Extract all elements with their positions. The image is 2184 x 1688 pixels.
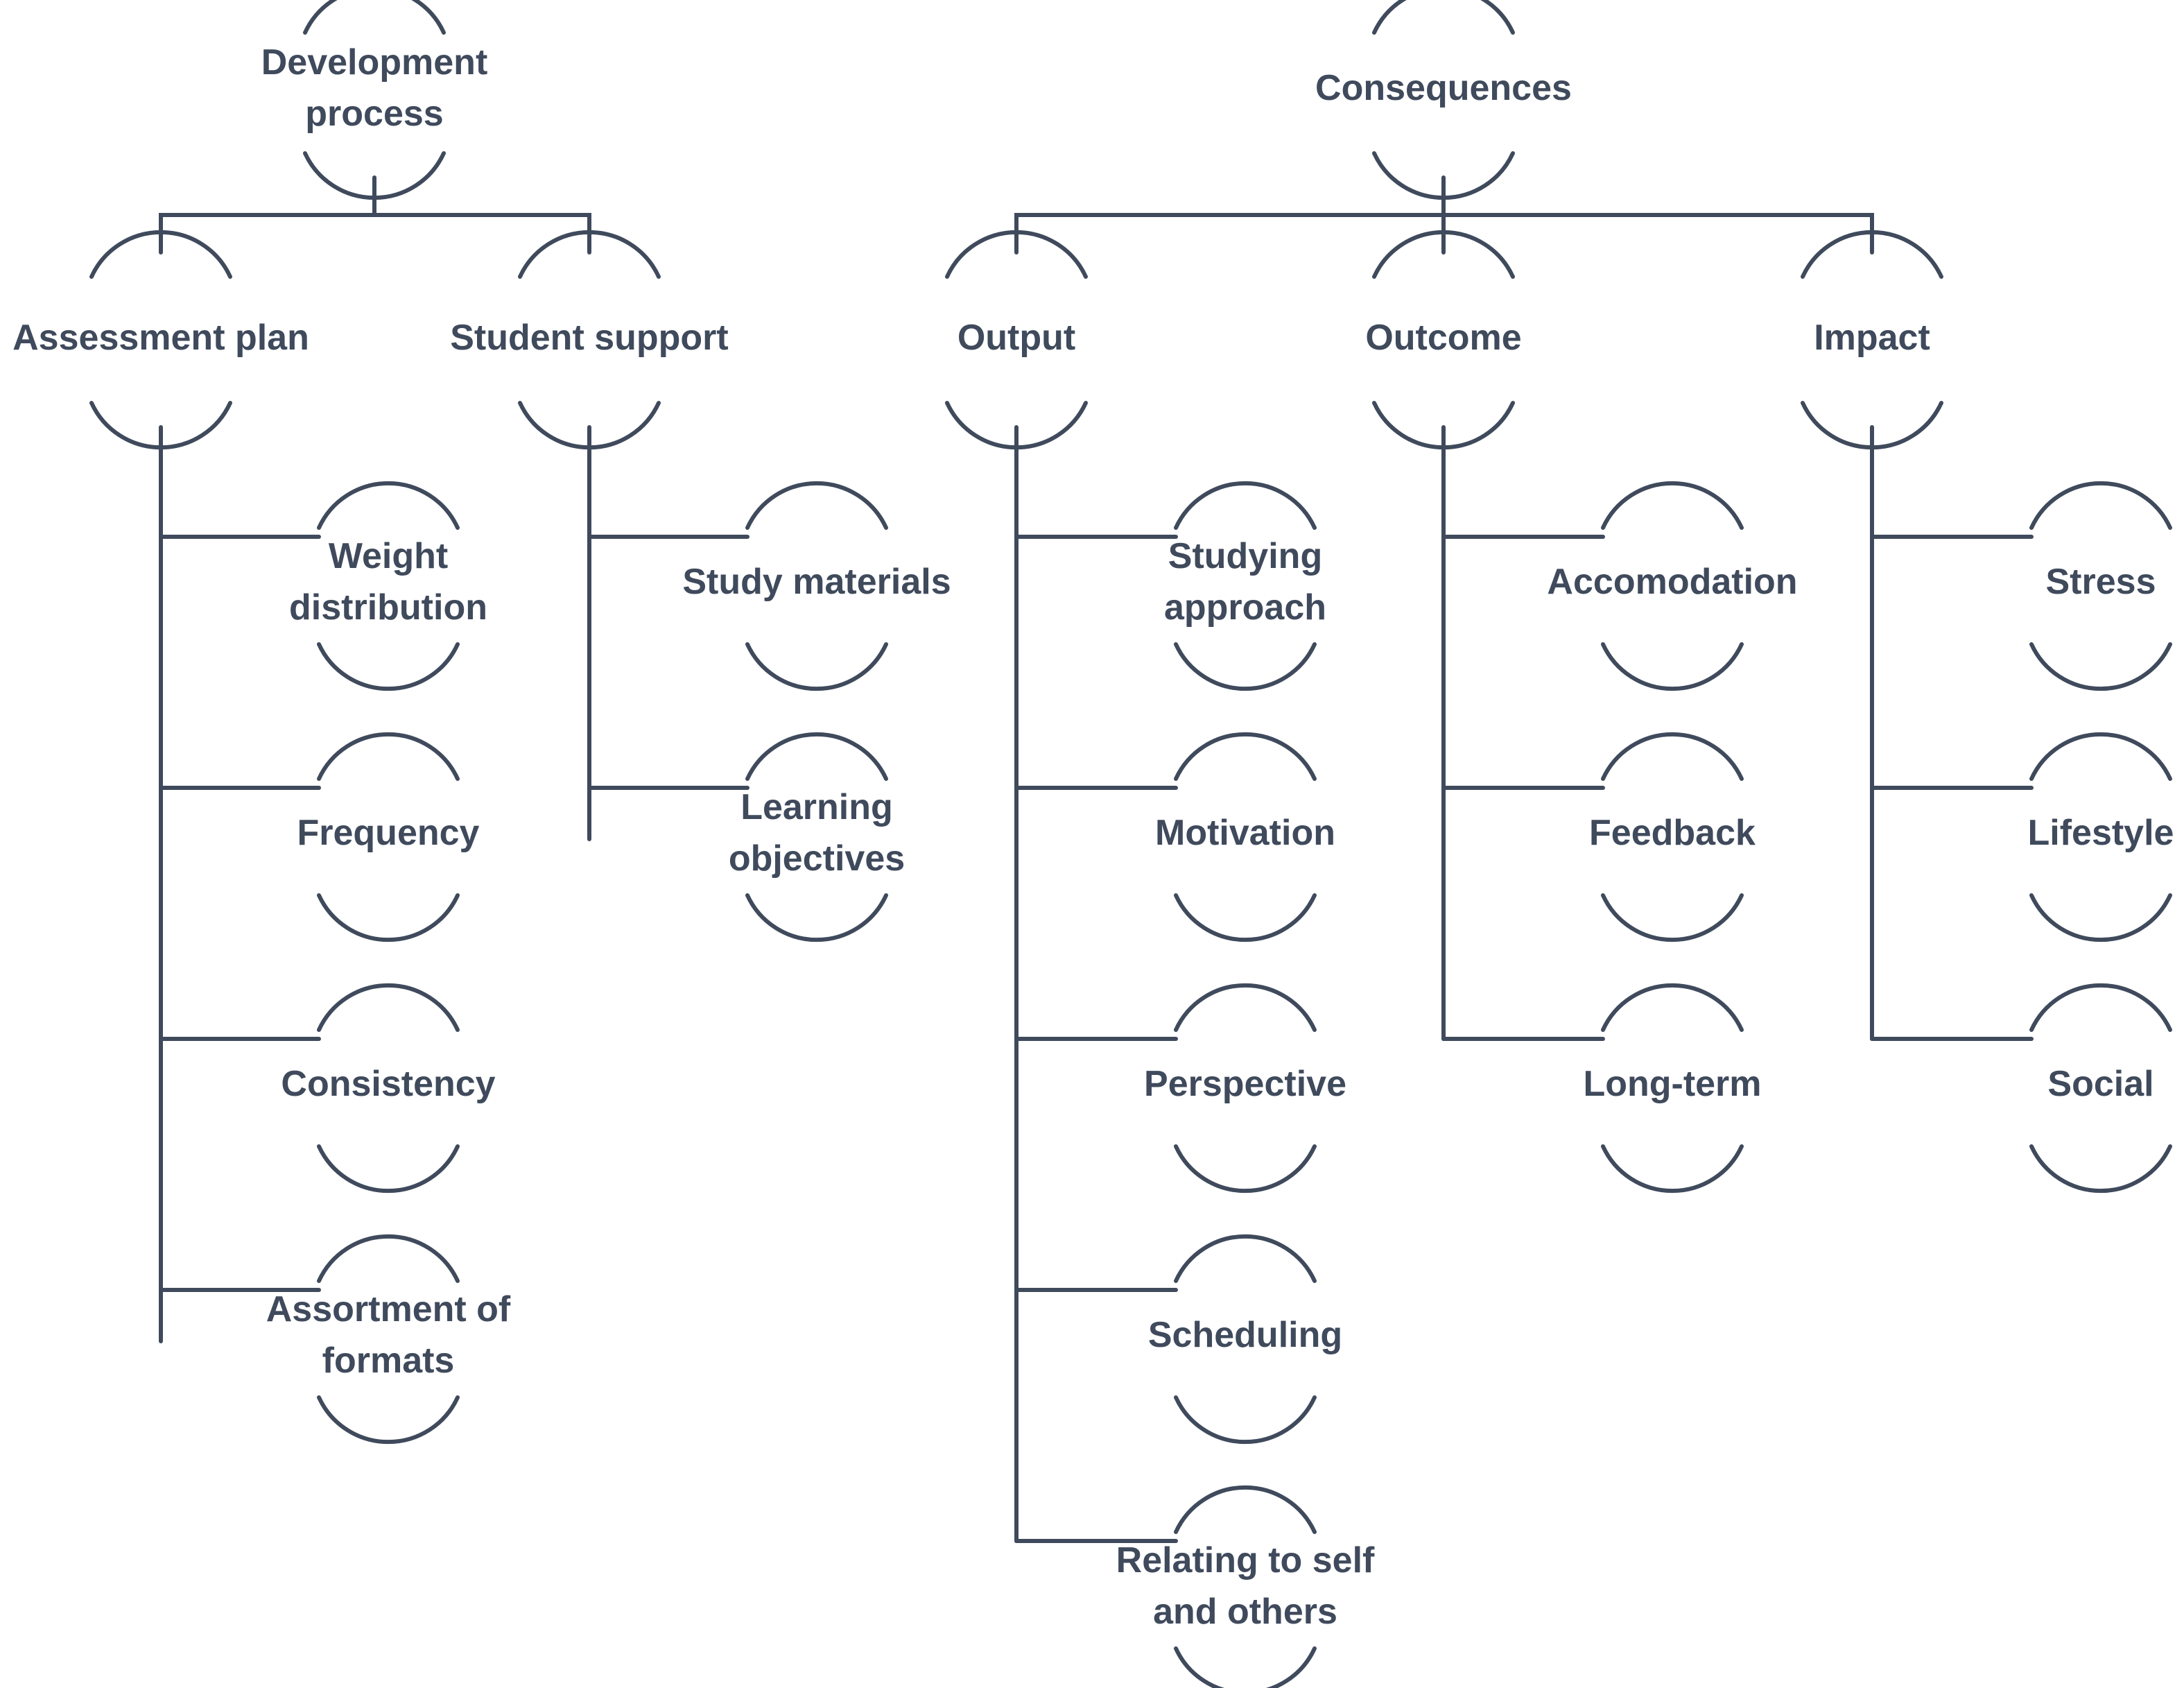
node-accomodation-arc-bottom	[1601, 642, 1744, 691]
node-consequences-arc-bottom	[1372, 151, 1515, 200]
node-accomodation-arc-top	[1601, 481, 1744, 530]
node-perspective-label: Perspective	[1144, 1064, 1346, 1104]
node-long-term-arc-top	[1601, 983, 1744, 1032]
node-weight-distribution-arc-bottom	[317, 642, 460, 691]
node-development-process-arc-top	[303, 0, 446, 35]
node-consistency-label: Consistency	[281, 1064, 495, 1104]
node-output-arc-top	[945, 230, 1088, 279]
node-perspective-arc-top	[1174, 983, 1317, 1032]
node-outcome-arc-top	[1372, 230, 1515, 279]
node-relating-to-self-and-others-arc-bottom	[1174, 1646, 1317, 1688]
node-feedback-arc-bottom	[1601, 893, 1744, 942]
node-study-materials-arc-bottom	[745, 642, 888, 691]
node-stress-arc-top	[2029, 481, 2172, 530]
node-motivation-label: Motivation	[1155, 813, 1335, 853]
node-impact-arc-top	[1801, 230, 1943, 279]
node-student-support-arc-bottom	[518, 401, 661, 450]
node-stress-label: Stress	[2046, 562, 2156, 602]
node-lifestyle-arc-bottom	[2029, 893, 2172, 942]
node-studying-approach-arc-top	[1174, 481, 1317, 530]
node-development-process-arc-bottom	[303, 151, 446, 200]
node-frequency-arc-top	[317, 732, 460, 781]
node-lifestyle-arc-top	[2029, 732, 2172, 781]
node-assessment-plan-arc-bottom	[89, 401, 232, 450]
node-frequency-arc-bottom	[317, 893, 460, 942]
node-frequency-label: Frequency	[297, 813, 480, 853]
node-studying-approach-arc-bottom	[1174, 642, 1317, 691]
node-feedback-arc-top	[1601, 732, 1744, 781]
node-lifestyle-label: Lifestyle	[2028, 813, 2174, 853]
node-accomodation-label: Accomodation	[1547, 562, 1797, 602]
node-output-label: Output	[957, 318, 1075, 358]
connector-development-bar	[159, 213, 591, 255]
node-long-term-label: Long-term	[1583, 1064, 1761, 1104]
node-scheduling-arc-bottom	[1174, 1395, 1317, 1445]
node-social-arc-top	[2029, 983, 2172, 1032]
node-impact-arc-bottom	[1801, 401, 1943, 450]
node-arcs	[89, 0, 2172, 1688]
node-feedback-label: Feedback	[1589, 813, 1756, 853]
node-study-materials-arc-top	[745, 481, 888, 530]
node-assessment-plan-label: Assessment plan	[12, 318, 309, 358]
node-outcome-arc-bottom	[1372, 401, 1515, 450]
node-output-arc-bottom	[945, 401, 1088, 450]
node-scheduling-arc-top	[1174, 1234, 1317, 1283]
node-perspective-arc-bottom	[1174, 1144, 1317, 1194]
node-consistency-arc-top	[317, 983, 460, 1032]
node-relating-to-self-and-others-arc-top	[1174, 1485, 1317, 1534]
node-consistency-arc-bottom	[317, 1144, 460, 1194]
node-consequences-arc-top	[1372, 0, 1515, 35]
node-motivation-arc-bottom	[1174, 893, 1317, 942]
node-student-support-arc-top	[518, 230, 661, 279]
node-assortment-of-formats-arc-top	[317, 1234, 460, 1283]
node-social-arc-bottom	[2029, 1144, 2172, 1194]
node-study-materials-label: Study materials	[682, 562, 951, 602]
node-outcome-label: Outcome	[1365, 318, 1521, 358]
node-weight-distribution-arc-top	[317, 481, 460, 530]
node-assortment-of-formats-arc-bottom	[317, 1395, 460, 1445]
node-learning-objectives-arc-bottom	[745, 893, 888, 942]
node-long-term-arc-bottom	[1601, 1144, 1744, 1194]
node-learning-objectives-arc-top	[745, 732, 888, 781]
node-scheduling-label: Scheduling	[1148, 1315, 1342, 1355]
node-motivation-arc-top	[1174, 732, 1317, 781]
node-impact-label: Impact	[1814, 318, 1930, 358]
connector-lines	[159, 175, 2034, 1543]
node-stress-arc-bottom	[2029, 642, 2172, 691]
node-student-support-label: Student support	[450, 318, 729, 358]
node-assessment-plan-arc-top	[89, 230, 232, 279]
node-consequences-label: Consequences	[1315, 68, 1572, 108]
node-social-label: Social	[2047, 1064, 2153, 1104]
